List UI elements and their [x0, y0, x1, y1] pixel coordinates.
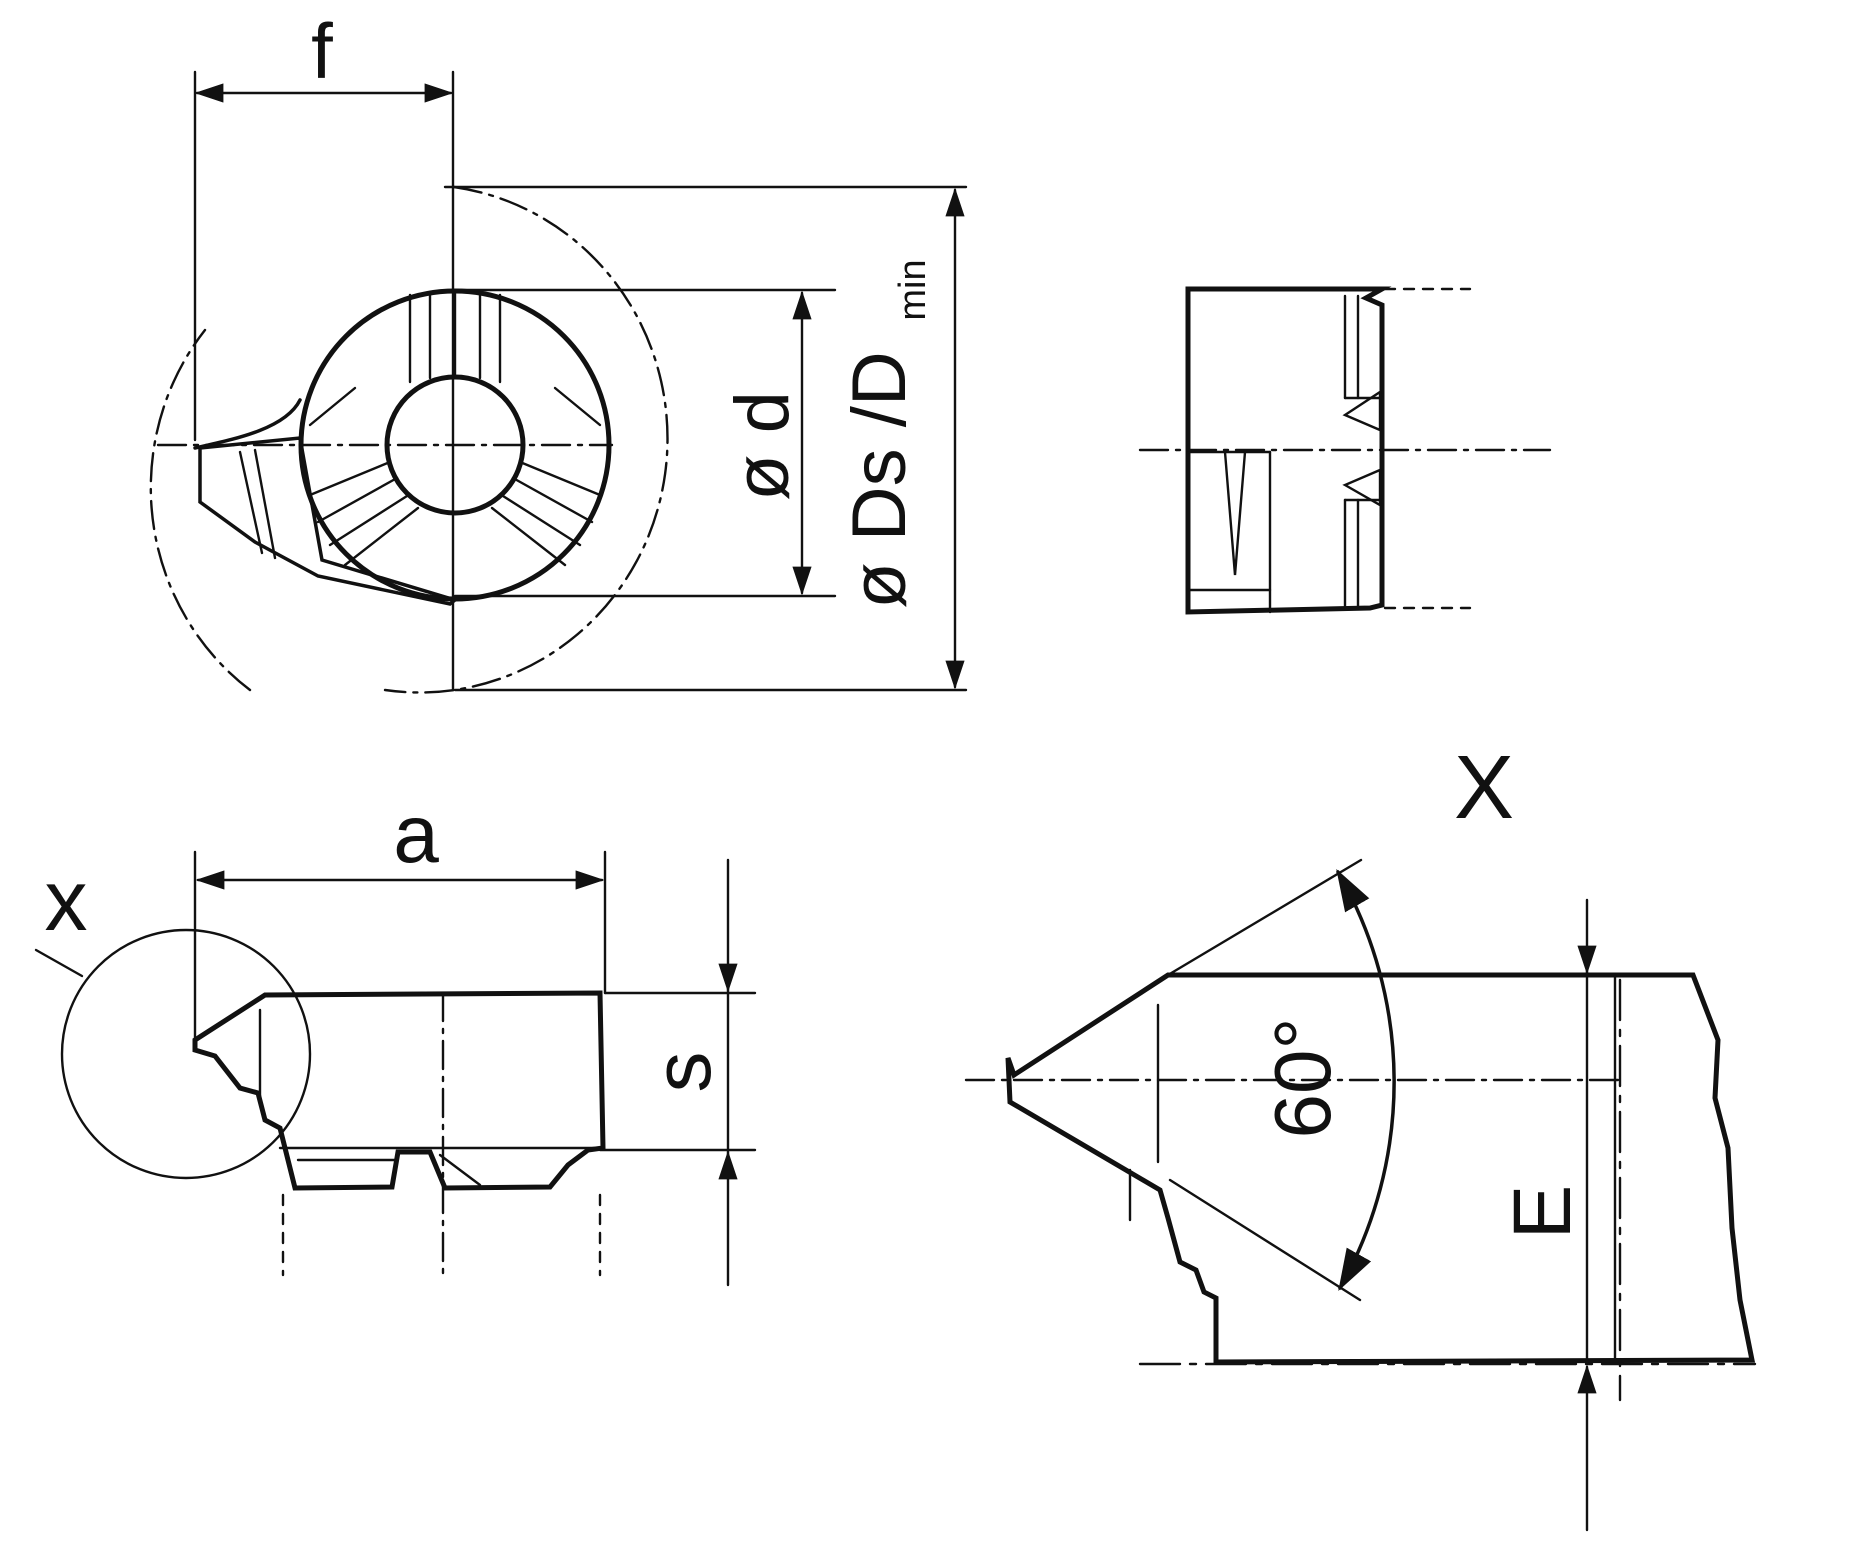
- detail-lines: [1128, 858, 1617, 1362]
- label-x-small: x: [45, 853, 88, 949]
- angle-arc: [1336, 868, 1396, 1292]
- label-min-subscript: min: [892, 259, 934, 320]
- side-view: [1138, 286, 1552, 615]
- bore-circle-outline: [383, 185, 669, 694]
- profile-view: x a s: [34, 789, 757, 1287]
- label-angle: 60°: [1258, 1018, 1347, 1139]
- side-grooves: [1186, 294, 1384, 614]
- detail-x-view: X 60° E: [964, 738, 1757, 1532]
- tip-edge-line: [238, 450, 264, 555]
- label-s: s: [637, 1052, 728, 1093]
- tip-edge-line-2: [253, 448, 277, 560]
- detail-insert-body: [1005, 972, 1756, 1365]
- label-f: f: [311, 7, 333, 95]
- label-ds-dmin: ø Ds /D: [837, 351, 922, 609]
- label-d: ø d: [720, 391, 805, 501]
- detail-x-circle: [60, 928, 312, 1180]
- cutting-tip: [198, 436, 459, 606]
- insert-side-body: [1185, 286, 1392, 615]
- detail-x-leader: [34, 948, 84, 978]
- angle-leg-top: [1166, 858, 1363, 977]
- front-view: f ø d ø Ds /D min: [149, 7, 968, 694]
- bore-circle-outline-left: [149, 328, 252, 692]
- label-e: E: [1497, 1185, 1588, 1240]
- profile-details: [258, 1008, 602, 1187]
- label-x-detail: X: [1454, 738, 1514, 838]
- label-a: a: [393, 789, 439, 880]
- chip-grooves: [308, 289, 602, 567]
- angle-leg-bottom: [1168, 1178, 1362, 1302]
- insert-profile: [192, 990, 606, 1191]
